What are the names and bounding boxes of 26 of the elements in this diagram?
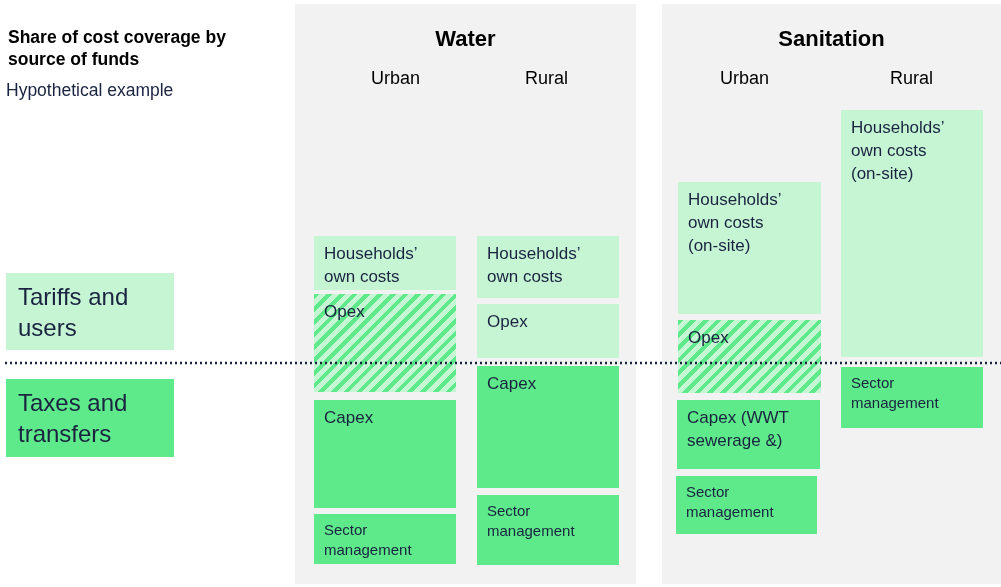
column-header: Urban (720, 68, 770, 89)
panel-heading: Sanitation (778, 26, 885, 52)
cost-block: Households’ own costs (314, 236, 456, 290)
legend-label: Tariffs and users (18, 282, 130, 343)
chart-title: Share of cost coverage by source of funds (8, 26, 227, 70)
column-header: Rural (525, 68, 568, 89)
cost-block: Opex (477, 304, 619, 358)
cost-block: Sector management (477, 495, 619, 565)
cost-block: Households’ own costs (477, 236, 619, 298)
subtitle: Hypothetical example (6, 80, 174, 101)
cost-block: Capex (477, 366, 619, 488)
cost-block: Sector management (841, 367, 983, 428)
cost-block: Households’ own costs (on-site) (841, 110, 983, 357)
column-header: Rural (890, 68, 933, 89)
panel-background (662, 4, 1001, 584)
panel-background (295, 4, 636, 584)
column-header: Urban (371, 68, 421, 89)
cost-block: Capex (314, 400, 456, 508)
cost-block: Capex (WWT sewerage &) (677, 400, 820, 469)
cost-block: Opex (314, 294, 456, 392)
cost-block: Households’ own costs (on-site) (678, 182, 821, 314)
legend-label: Taxes and transfers (18, 388, 129, 449)
cost-block: Opex (678, 320, 821, 393)
cost-block: Sector management (314, 514, 456, 564)
cost-block: Sector management (676, 476, 817, 534)
panel-heading: Water (435, 26, 496, 52)
